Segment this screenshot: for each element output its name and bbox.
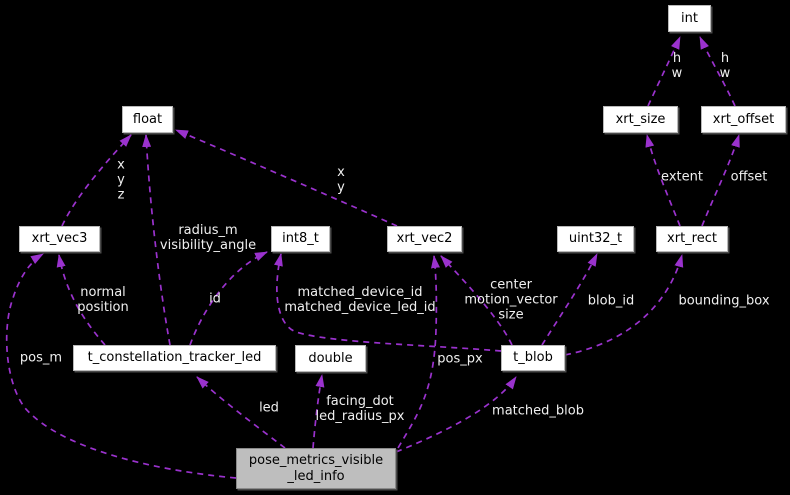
node-pose-metrics-visible-led-info: pose_metrics_visible _led_info	[236, 448, 396, 489]
node-xrt-vec3[interactable]: xrt_vec3	[19, 226, 100, 252]
edge-pose-metrics-to-double	[312, 374, 325, 449]
edge-t-blob-to-xrt-vec2	[440, 255, 513, 346]
edge-pose-metrics-to-xrt-vec2	[397, 255, 440, 449]
edge-xrt-vec3-to-float	[61, 134, 132, 227]
edge-xrt-rect-to-xrt-size	[645, 134, 681, 227]
node-xrt-vec2[interactable]: xrt_vec2	[387, 226, 462, 252]
edge-xrt-size-to-int	[647, 36, 681, 107]
node-int8-t[interactable]: int8_t	[271, 226, 330, 252]
edge-pose-metrics-to-t-constellation-tracker-led	[196, 376, 286, 449]
node-t-constellation-tracker-led[interactable]: t_constellation_tracker_led	[73, 345, 276, 371]
edge-xrt-vec2-to-float	[175, 129, 398, 227]
edge-xrt-rect-to-xrt-offset	[701, 134, 740, 227]
edge-t-constellation-tracker-led-to-float	[142, 134, 171, 346]
node-xrt-offset[interactable]: xrt_offset	[701, 106, 786, 133]
edge-pose-metrics-to-t-blob	[395, 376, 517, 453]
node-int[interactable]: int	[668, 5, 711, 32]
edge-t-constellation-tracker-led-to-xrt-vec3	[56, 254, 106, 346]
node-float[interactable]: float	[122, 106, 173, 133]
node-t-blob[interactable]: t_blob	[501, 345, 565, 371]
edge-t-blob-to-int8-t	[274, 253, 502, 352]
node-xrt-size[interactable]: xrt_size	[603, 106, 678, 133]
edge-t-constellation-tracker-led-to-int8-t	[189, 251, 268, 346]
edge-xrt-offset-to-int	[699, 36, 736, 107]
edge-t-blob-to-uint32-t	[541, 253, 598, 346]
node-double[interactable]: double	[295, 345, 366, 372]
edge-pose-metrics-to-xrt-vec3	[5, 253, 237, 479]
node-uint32-t[interactable]: uint32_t	[557, 226, 634, 252]
edge-t-blob-to-xrt-rect	[564, 254, 684, 356]
node-xrt-rect[interactable]: xrt_rect	[656, 226, 728, 252]
